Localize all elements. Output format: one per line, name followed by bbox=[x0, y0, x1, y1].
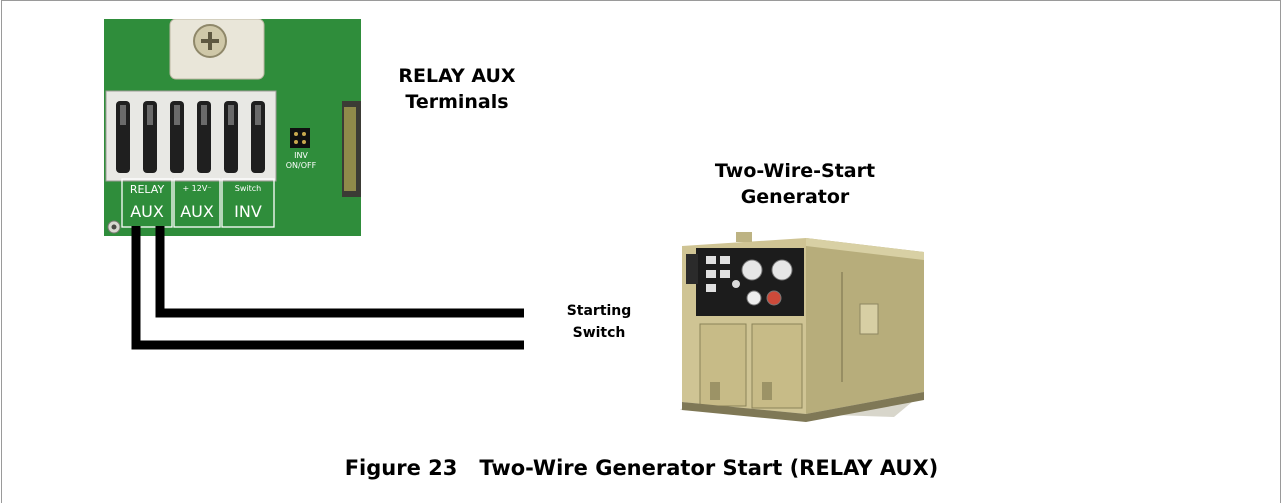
starting-switch-label-line1: Starting bbox=[551, 300, 647, 322]
generator-illustration bbox=[674, 232, 926, 424]
figure-title: Two-Wire Generator Start (RELAY AUX) bbox=[479, 456, 938, 480]
figure-number: Figure 23 bbox=[345, 456, 458, 480]
starting-switch-label-line2: Switch bbox=[551, 322, 647, 344]
starting-switch-label: Starting Switch bbox=[551, 300, 647, 344]
wire-outer bbox=[136, 226, 524, 345]
figure-caption: Figure 23 Two-Wire Generator Start (RELA… bbox=[0, 456, 1283, 480]
wire-inner bbox=[160, 226, 524, 313]
